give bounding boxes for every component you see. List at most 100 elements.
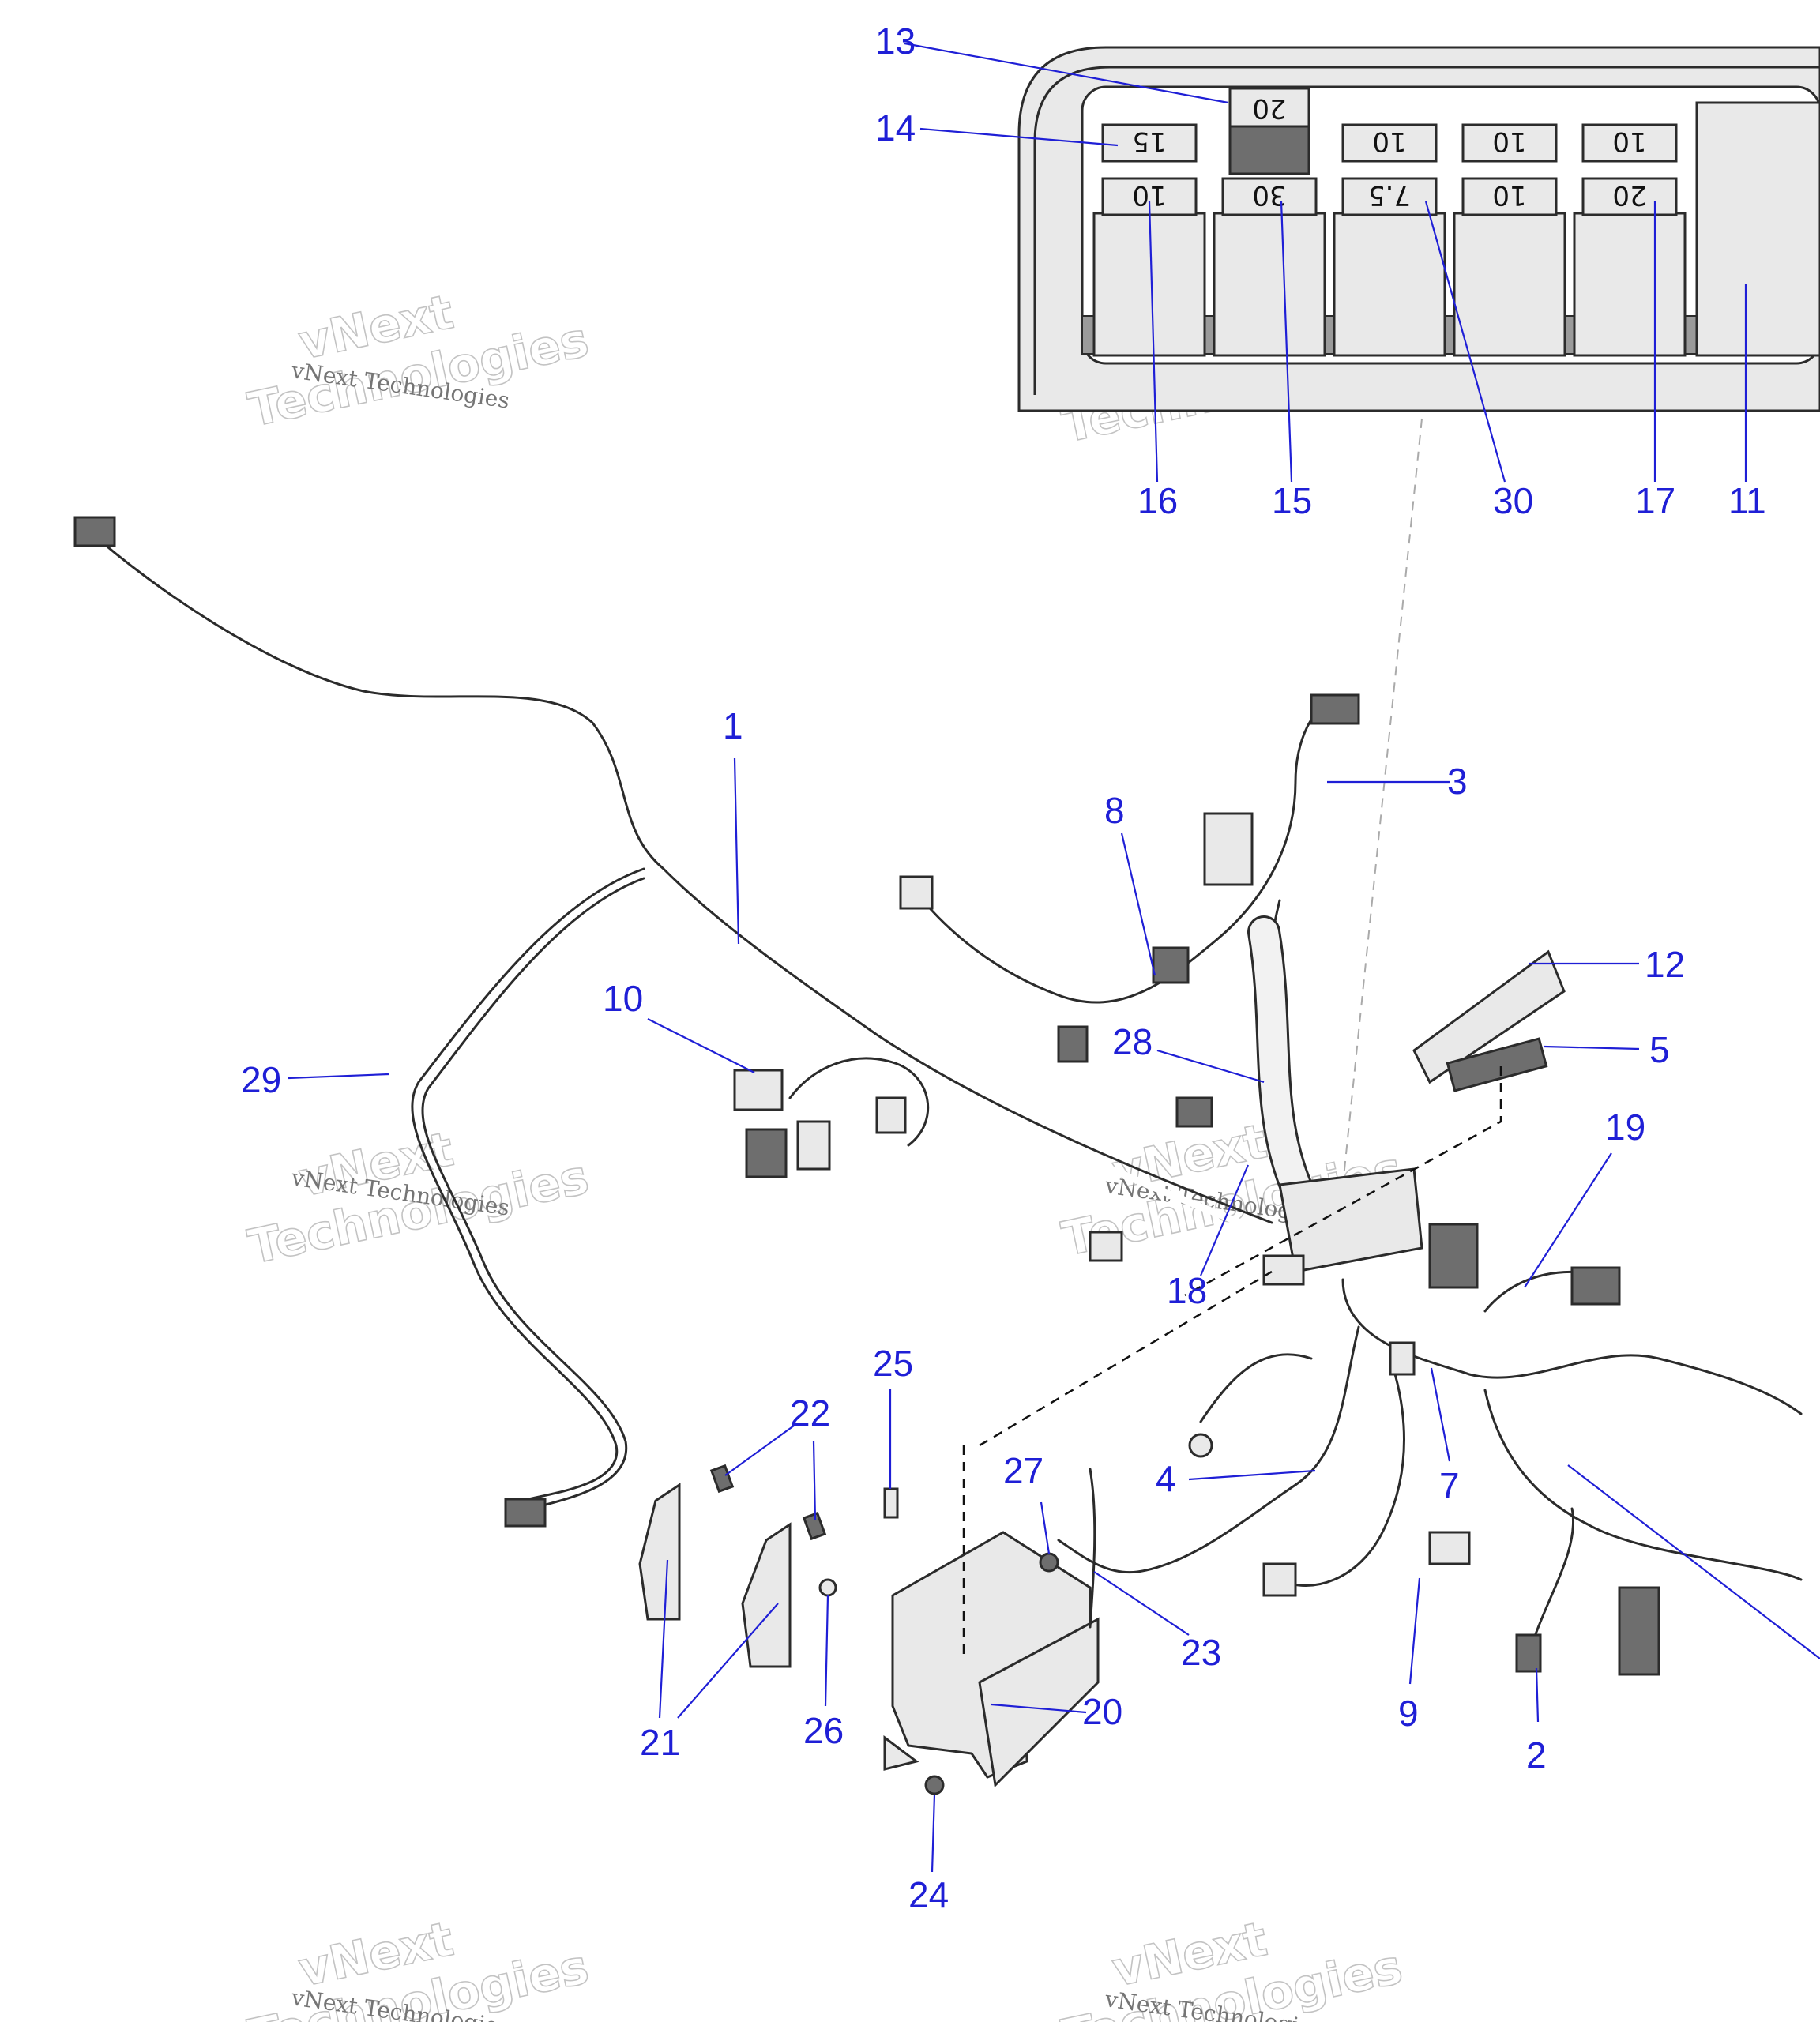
clip-21-left <box>638 1483 681 1621</box>
callout-21: 21 <box>640 1722 680 1763</box>
callout-2: 2 <box>1526 1734 1547 1776</box>
fuse-box-mount <box>1262 1254 1305 1286</box>
leader-8 <box>1120 832 1156 976</box>
callout-10: 10 <box>603 978 643 1019</box>
callout-28: 28 <box>1112 1021 1153 1062</box>
fuse-30-rating: 7.5 <box>1368 179 1411 211</box>
harness-left-branch <box>411 867 645 1502</box>
nut-24 <box>924 1775 945 1795</box>
callout-26: 26 <box>803 1710 844 1751</box>
connector-left-end <box>504 1498 547 1528</box>
ecu-connector-19 <box>1428 1223 1479 1289</box>
fuse-14-rating: 15 <box>1132 126 1166 157</box>
strap-23 <box>1089 1468 1096 1629</box>
connector-8 <box>1152 946 1190 984</box>
harness-ground-lead <box>1199 1353 1313 1423</box>
leader-24 <box>931 1794 936 1873</box>
harness-right-branch <box>1341 1278 1803 1415</box>
fuse-17-rating: 20 <box>1612 179 1646 211</box>
connector-28 <box>1175 1096 1213 1128</box>
main-harness <box>73 516 1803 1676</box>
fuse-row2-4 <box>1461 177 1558 216</box>
leader-22b <box>812 1441 817 1521</box>
connector-right-upper <box>1570 1266 1621 1306</box>
harness-upper-branch <box>915 693 1344 1004</box>
relay-11 <box>1695 101 1820 357</box>
fuse-row-1: 15 10 10 10 <box>1101 123 1678 163</box>
callout-numbers: 13 14 16 15 30 17 11 1 3 8 12 5 10 28 29… <box>241 21 1766 1915</box>
relay-30 <box>1333 212 1446 357</box>
pin-26 <box>818 1578 837 1597</box>
fuse-13-body <box>1228 125 1310 175</box>
projection-line-fuse <box>1342 418 1423 1186</box>
callout-29: 29 <box>241 1059 281 1100</box>
callout-7: 7 <box>1439 1465 1460 1506</box>
fuse-row1-2-rating: 10 <box>1372 126 1406 157</box>
leader-20 <box>991 1703 1087 1714</box>
callout-12: 12 <box>1645 944 1685 985</box>
leader-29 <box>288 1073 389 1080</box>
harness-bundle-inner <box>1250 918 1310 1199</box>
leader-16 <box>1148 201 1159 483</box>
relay-17 <box>1573 212 1687 357</box>
callout-8: 8 <box>1104 790 1125 831</box>
connector-2 <box>1515 1633 1542 1673</box>
connector-branch-10b <box>875 1096 907 1134</box>
callout-5: 5 <box>1649 1029 1670 1070</box>
callout-17: 17 <box>1635 480 1675 521</box>
leader-22a <box>724 1425 795 1476</box>
fuse-box-assembly <box>1278 1167 1423 1273</box>
callout-16: 16 <box>1138 480 1178 521</box>
callout-3: 3 <box>1447 761 1468 802</box>
fuse-17 <box>1581 177 1678 216</box>
harness-down-branch-2 <box>1278 1357 1405 1587</box>
leader-15 <box>1280 201 1293 483</box>
leader-30 <box>1424 201 1506 483</box>
callout-30: 30 <box>1493 480 1533 521</box>
callout-1: 1 <box>723 705 743 746</box>
sensor-10-body <box>745 1128 788 1178</box>
callout-24: 24 <box>908 1874 949 1915</box>
fuse-row1-3 <box>1461 123 1558 163</box>
leader-23 <box>1093 1571 1190 1636</box>
screw-22-b <box>802 1511 827 1541</box>
relay-10 <box>1453 212 1566 357</box>
leader-27 <box>1040 1501 1051 1554</box>
leader-4 <box>1188 1469 1316 1481</box>
leader-21b <box>677 1603 779 1719</box>
harness-trunk-edge <box>85 528 1273 1224</box>
leader-9 <box>1408 1577 1421 1685</box>
connector-mid-upper <box>1057 1025 1089 1063</box>
bracket-20-face <box>978 1617 1100 1788</box>
harness-down-branch <box>1057 1325 1360 1574</box>
relay-block-8 <box>1203 812 1254 886</box>
fuse-row1-4 <box>1581 123 1678 163</box>
leader-7 <box>1430 1367 1451 1462</box>
connector-top-left-end <box>73 516 116 547</box>
leader-10 <box>647 1018 755 1073</box>
harness-trunk <box>85 536 1265 1234</box>
watermark-5: vNext Technologies <box>243 1911 594 2022</box>
leader-2 <box>1535 1667 1540 1723</box>
leader-18 <box>1199 1164 1250 1276</box>
fuse-15 <box>1221 177 1318 216</box>
harness-left-branch-edge <box>421 877 645 1512</box>
leader-14 <box>919 127 1119 147</box>
connector-mid <box>1089 1231 1123 1262</box>
callout-9: 9 <box>1398 1693 1419 1734</box>
fuse-row2-4-rating: 10 <box>1492 179 1526 211</box>
harness-right-lower <box>1483 1389 1803 1581</box>
connector-9b <box>1428 1531 1471 1565</box>
callout-18: 18 <box>1167 1270 1207 1311</box>
fuse-box-detail: 20 15 10 10 10 10 30 7.5 10 20 <box>1017 46 1820 412</box>
fuse-row1-2 <box>1341 123 1438 163</box>
ground-ring <box>1188 1433 1213 1458</box>
leader-19 <box>1524 1152 1612 1288</box>
fuse-row1-3-rating: 10 <box>1492 126 1526 157</box>
leader-28 <box>1156 1049 1265 1084</box>
callout-15: 15 <box>1272 480 1312 521</box>
module-12 <box>1412 949 1566 1084</box>
bracket-20-tab <box>883 1735 919 1771</box>
connector-10 <box>733 1069 784 1111</box>
callout-14: 14 <box>875 107 916 148</box>
